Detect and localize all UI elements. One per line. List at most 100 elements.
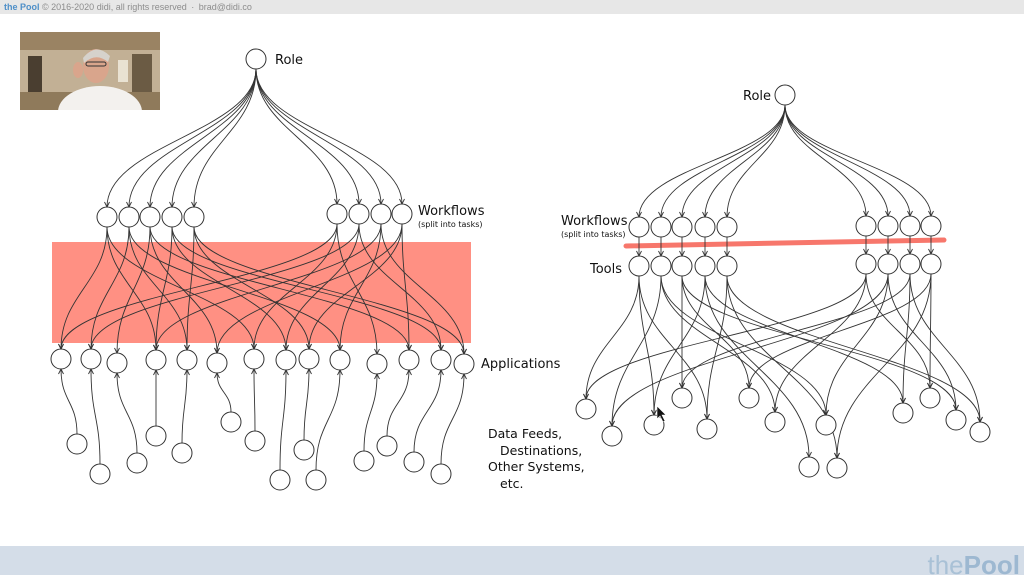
right-workflow-node [855,215,877,237]
system-node [643,414,665,436]
tool-to-system-edge [704,275,810,458]
workflow-to-application-edge [336,223,378,355]
application-node [243,348,265,370]
tool-to-system-edge [611,275,662,427]
data-feed-node [220,411,242,433]
tool-to-system-edge [611,273,889,427]
workflow-to-application-edge [155,226,173,351]
feed-to-application-edge [90,368,101,465]
system-node [575,398,597,420]
data-feed-node [430,463,452,485]
workflow-to-application-edge [285,223,360,351]
tool-to-system-edge [638,275,655,416]
tool-to-system-edge [681,275,957,411]
feed-to-application-edge [363,373,378,452]
workflow-to-application-edge [60,223,338,350]
workflow-to-application-edge [128,226,188,351]
application-node [366,353,388,375]
data-feeds-line-4: etc. [500,476,523,491]
application-node [145,349,167,371]
role-to-workflow-edge [726,104,786,218]
tool-to-system-edge [585,273,867,400]
application-node [50,348,72,370]
webcam-video-feed[interactable] [20,32,160,110]
system-node [945,409,967,431]
left-workflow-node [348,203,370,225]
application-node [206,352,228,374]
data-feed-node [171,442,193,464]
right-workflow-node [671,216,693,238]
data-feed-node [305,469,327,491]
data-feed-node [376,435,398,457]
role-to-workflow-edge [149,68,257,208]
tool-to-system-edge [585,275,640,400]
workflow-to-application-edge [106,226,157,351]
application-node [106,352,128,374]
feed-to-application-edge [440,373,465,465]
right-workflow-node [877,215,899,237]
role-to-workflow-edge [128,68,257,208]
tool-node [716,255,738,277]
right-role-node [774,84,796,106]
workflow-to-application-edge [90,226,130,350]
left-workflow-node [96,206,118,228]
right-workflows-label: Workflows [561,214,628,229]
feed-to-application-edge [253,368,256,432]
tool-node [650,255,672,277]
workflow-to-application-edge [60,226,108,350]
data-feed-node [89,463,111,485]
right-role-label: Role [743,89,771,104]
role-to-workflow-edge [106,68,257,208]
tool-to-system-edge [653,275,706,416]
left-workflow-node [183,206,205,228]
slide-canvas: Role Workflows (split into tasks) Applic… [0,14,1024,546]
role-to-workflow-edge [255,68,338,205]
role-to-workflow-edge [255,68,360,205]
feed-to-application-edge [116,372,138,454]
right-workflows-sublabel: (split into tasks) [561,230,626,239]
right-workflow-node [694,216,716,238]
feed-to-application-edge [386,369,410,437]
data-feeds-line-1: Data Feeds, [488,426,562,441]
application-node [453,353,475,375]
right-workflow-node [628,216,650,238]
copyright-text: © 2016-2020 didi, all rights reserved [42,2,187,12]
tool-node [899,253,921,275]
system-node [601,425,623,447]
tool-to-system-edge [660,275,827,416]
highlight-band [52,242,471,343]
left-role-node [245,48,267,70]
feed-to-application-edge [315,369,341,471]
workflow-to-application-edge [193,226,465,355]
role-to-workflow-edge [784,104,932,217]
separator: · [191,2,195,12]
workflow-to-application-edge [216,223,403,354]
workflow-to-application-edge [106,226,255,350]
applications-label: Applications [481,357,561,372]
role-to-workflow-edge [784,104,867,217]
footer-logo-small: the [927,550,964,580]
tool-to-system-edge [887,273,957,411]
tool-to-system-edge [638,275,708,420]
workflow-to-application-edge [193,226,310,350]
contact-email[interactable]: brad@didi.co [198,2,252,12]
system-node [892,402,914,424]
workflow-to-application-edge [116,226,151,354]
application-node [398,349,420,371]
highlight-line [623,237,947,249]
data-feed-node [66,433,88,455]
workflow-to-application-edge [155,223,382,351]
application-node [329,349,351,371]
left-role-label: Role [275,53,303,68]
tool-node [628,255,650,277]
workflow-to-application-edge [339,223,382,351]
workflow-to-application-edge [358,223,442,351]
mouse-pointer-icon [656,405,667,423]
data-feed-node [126,452,148,474]
data-feed-node [403,451,425,473]
workflow-to-application-edge [308,223,403,350]
tool-to-system-edge [909,273,981,423]
left-workflow-node [370,203,392,225]
tool-to-system-edge [836,273,932,459]
tool-to-system-edge [902,273,911,404]
